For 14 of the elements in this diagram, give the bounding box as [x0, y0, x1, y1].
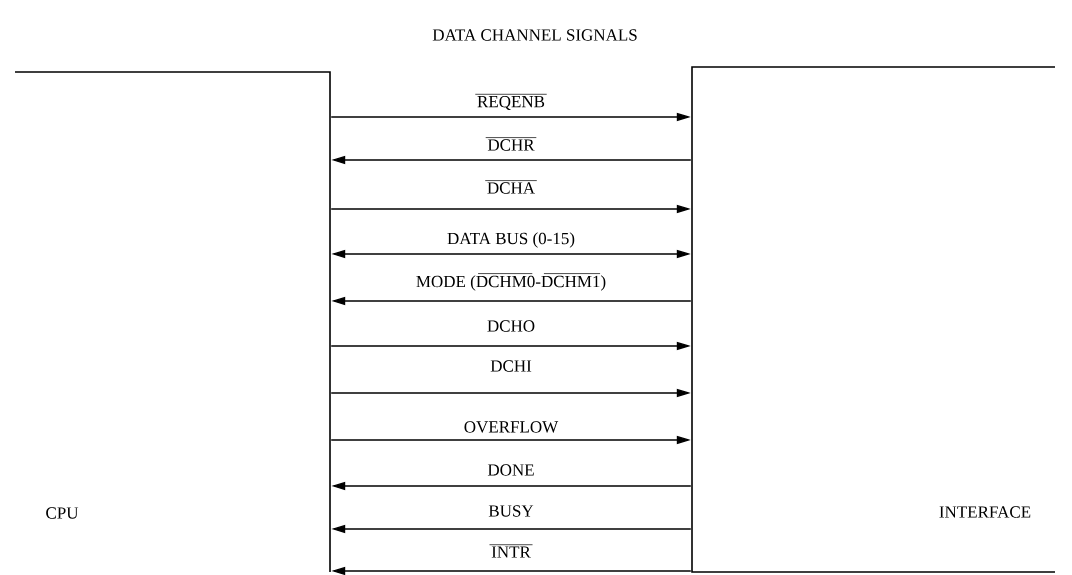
edge-label: OVERFLOW [462, 419, 560, 435]
edge-label: INTR [489, 544, 533, 560]
edge-label: BUSY [486, 503, 536, 519]
edge-label: DCHR [485, 137, 537, 153]
edge-label: DCHA [484, 180, 538, 196]
edge-label: DONE [485, 462, 537, 478]
title: DATA CHANNEL SIGNALS [432, 29, 637, 41]
edge-label: REQENB [474, 93, 548, 112]
edge-label: MODE (DCHM0-DCHM1) [414, 273, 608, 293]
edge-label: DATA BUS (0-15) [445, 230, 577, 250]
block-label: CPU [46, 507, 79, 519]
edge-label: DCHO [485, 318, 537, 334]
edge-label: DCHI [488, 358, 534, 374]
block-label: INTERFACE [939, 506, 1031, 518]
